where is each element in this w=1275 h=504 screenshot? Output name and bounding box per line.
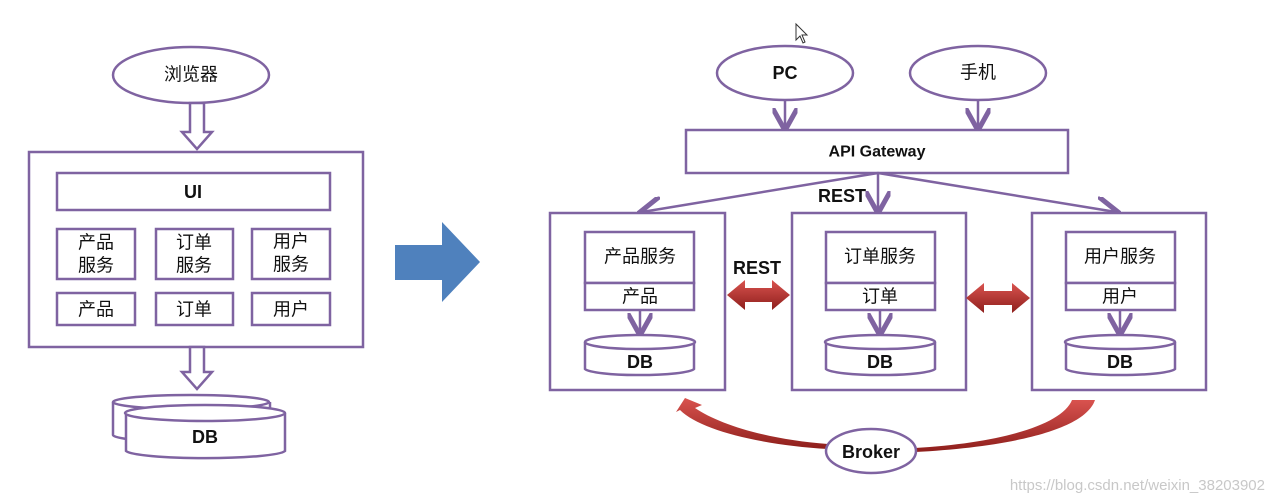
ui-layer <box>55 171 332 212</box>
ui-label: UI <box>184 182 202 202</box>
database-cylinder-icon <box>1064 342 1177 377</box>
database-cylinder-icon <box>111 393 287 460</box>
broker-curve-arrow-icon <box>676 398 828 449</box>
broker-label: Broker <box>842 442 900 462</box>
module-label: 产品 <box>78 300 114 321</box>
arrow-icon <box>877 171 1116 212</box>
service-order: 订单服务 订单 DB <box>790 211 968 392</box>
service-label: 服务 <box>78 256 114 277</box>
database-cylinder-icon <box>583 342 696 377</box>
user-service-box <box>250 227 332 281</box>
mobile-label: 手机 <box>960 63 996 84</box>
hollow-arrow-down-icon <box>179 101 215 151</box>
api-gateway-label: API Gateway <box>829 144 926 161</box>
module-label: 用户 <box>1102 287 1138 308</box>
product-module-box <box>55 291 137 327</box>
module-label: 订单 <box>862 287 898 308</box>
service-user: 用户服务 用户 DB <box>1030 211 1208 392</box>
module-label: 订单 <box>176 300 212 321</box>
database-cylinder-icon <box>824 342 937 377</box>
product-service-box <box>55 227 137 281</box>
monolith-architecture: 浏览器 UI 产品 服务 订单 服务 用户 服务 产品 订单 用户 DB <box>27 45 365 460</box>
service-label: 订单 <box>176 233 212 254</box>
service-name: 用户服务 <box>1084 247 1156 268</box>
double-arrow-icon <box>966 283 1030 313</box>
watermark-text: https://blog.csdn.net/weixin_38203902 <box>1010 477 1265 494</box>
service-label: 产品 <box>78 233 114 254</box>
microservice-architecture: PC 手机 API Gateway REST 产品服务 产品 DB 订单服务 订… <box>548 44 1208 475</box>
mouse-cursor-icon <box>795 22 809 44</box>
pc-label: PC <box>772 63 797 83</box>
module-label: 用户 <box>273 300 309 321</box>
db-label: DB <box>867 352 893 372</box>
browser-node: 浏览器 <box>111 45 271 105</box>
broker-node <box>824 427 918 475</box>
order-service-box <box>154 227 235 281</box>
db-label: DB <box>192 427 218 447</box>
module-label: 产品 <box>622 287 658 308</box>
service-label: 服务 <box>273 255 309 276</box>
broker-curve-arrow-icon <box>915 400 1095 452</box>
browser-label: 浏览器 <box>164 65 218 86</box>
order-module-box <box>154 291 235 327</box>
db-label: DB <box>627 352 653 372</box>
db-label: DB <box>1107 352 1133 372</box>
service-name: 订单服务 <box>844 247 916 268</box>
api-gateway-box <box>684 128 1070 175</box>
double-arrow-icon <box>727 280 790 310</box>
service-label: 服务 <box>176 256 212 277</box>
hollow-arrow-down-icon <box>179 345 215 391</box>
arrow-icon <box>642 171 879 212</box>
rest-label: REST <box>818 186 866 206</box>
user-module-box <box>250 291 332 327</box>
rest-label: REST <box>733 258 781 278</box>
transition-arrow-icon <box>395 222 480 302</box>
service-product: 产品服务 产品 DB <box>548 211 727 392</box>
service-label: 用户 <box>273 232 309 253</box>
service-name: 产品服务 <box>604 247 676 268</box>
